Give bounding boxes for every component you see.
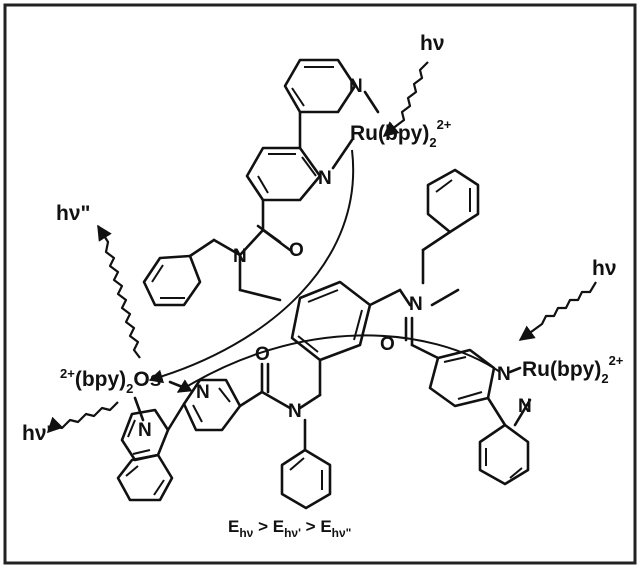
top-bpy-n-lower: N (318, 168, 332, 189)
photon-out-double-prime (97, 224, 141, 359)
os-label: 2+(bpy)2Os (60, 366, 161, 396)
left-bipyridine (116, 378, 242, 502)
right-bpy-n-upper: N (497, 364, 511, 385)
energy-order-caption: Ehν > Ehν' > Ehν" (228, 517, 351, 540)
photon-out-prime (46, 401, 119, 434)
figure-frame (3, 3, 637, 565)
photon-in-right (518, 281, 597, 341)
right-amide-n: N (409, 294, 423, 315)
right-amide-group (398, 168, 480, 360)
lower-amide-o: O (255, 344, 270, 365)
right-bipyridine (428, 348, 532, 486)
hv-prime-label: hν' (22, 422, 52, 445)
hv-top-label: hν (420, 32, 445, 55)
energy-transfer-arrow-top (148, 149, 355, 384)
top-amide-o: O (289, 240, 304, 261)
left-bpy-n-upper: N (196, 382, 210, 403)
hv-right-label: hν (592, 257, 617, 280)
top-bipyridine (245, 58, 357, 232)
right-amide-o: O (380, 334, 395, 355)
energy-transfer-arrow-right (176, 334, 501, 393)
top-bpy-n-upper: N (349, 76, 363, 97)
right-bpy-n-lower: N (518, 396, 532, 417)
top-amide-n: N (233, 246, 247, 267)
left-bpy-n-lower: N (138, 420, 152, 441)
ru-right-label: Ru(bpy)22+ (522, 353, 624, 386)
top-amide-group (142, 224, 292, 307)
photon-in-top (382, 61, 429, 137)
hv-double-prime-label: hν" (56, 202, 90, 225)
lower-amide-group (238, 362, 332, 510)
lower-amide-n: N (288, 401, 302, 422)
